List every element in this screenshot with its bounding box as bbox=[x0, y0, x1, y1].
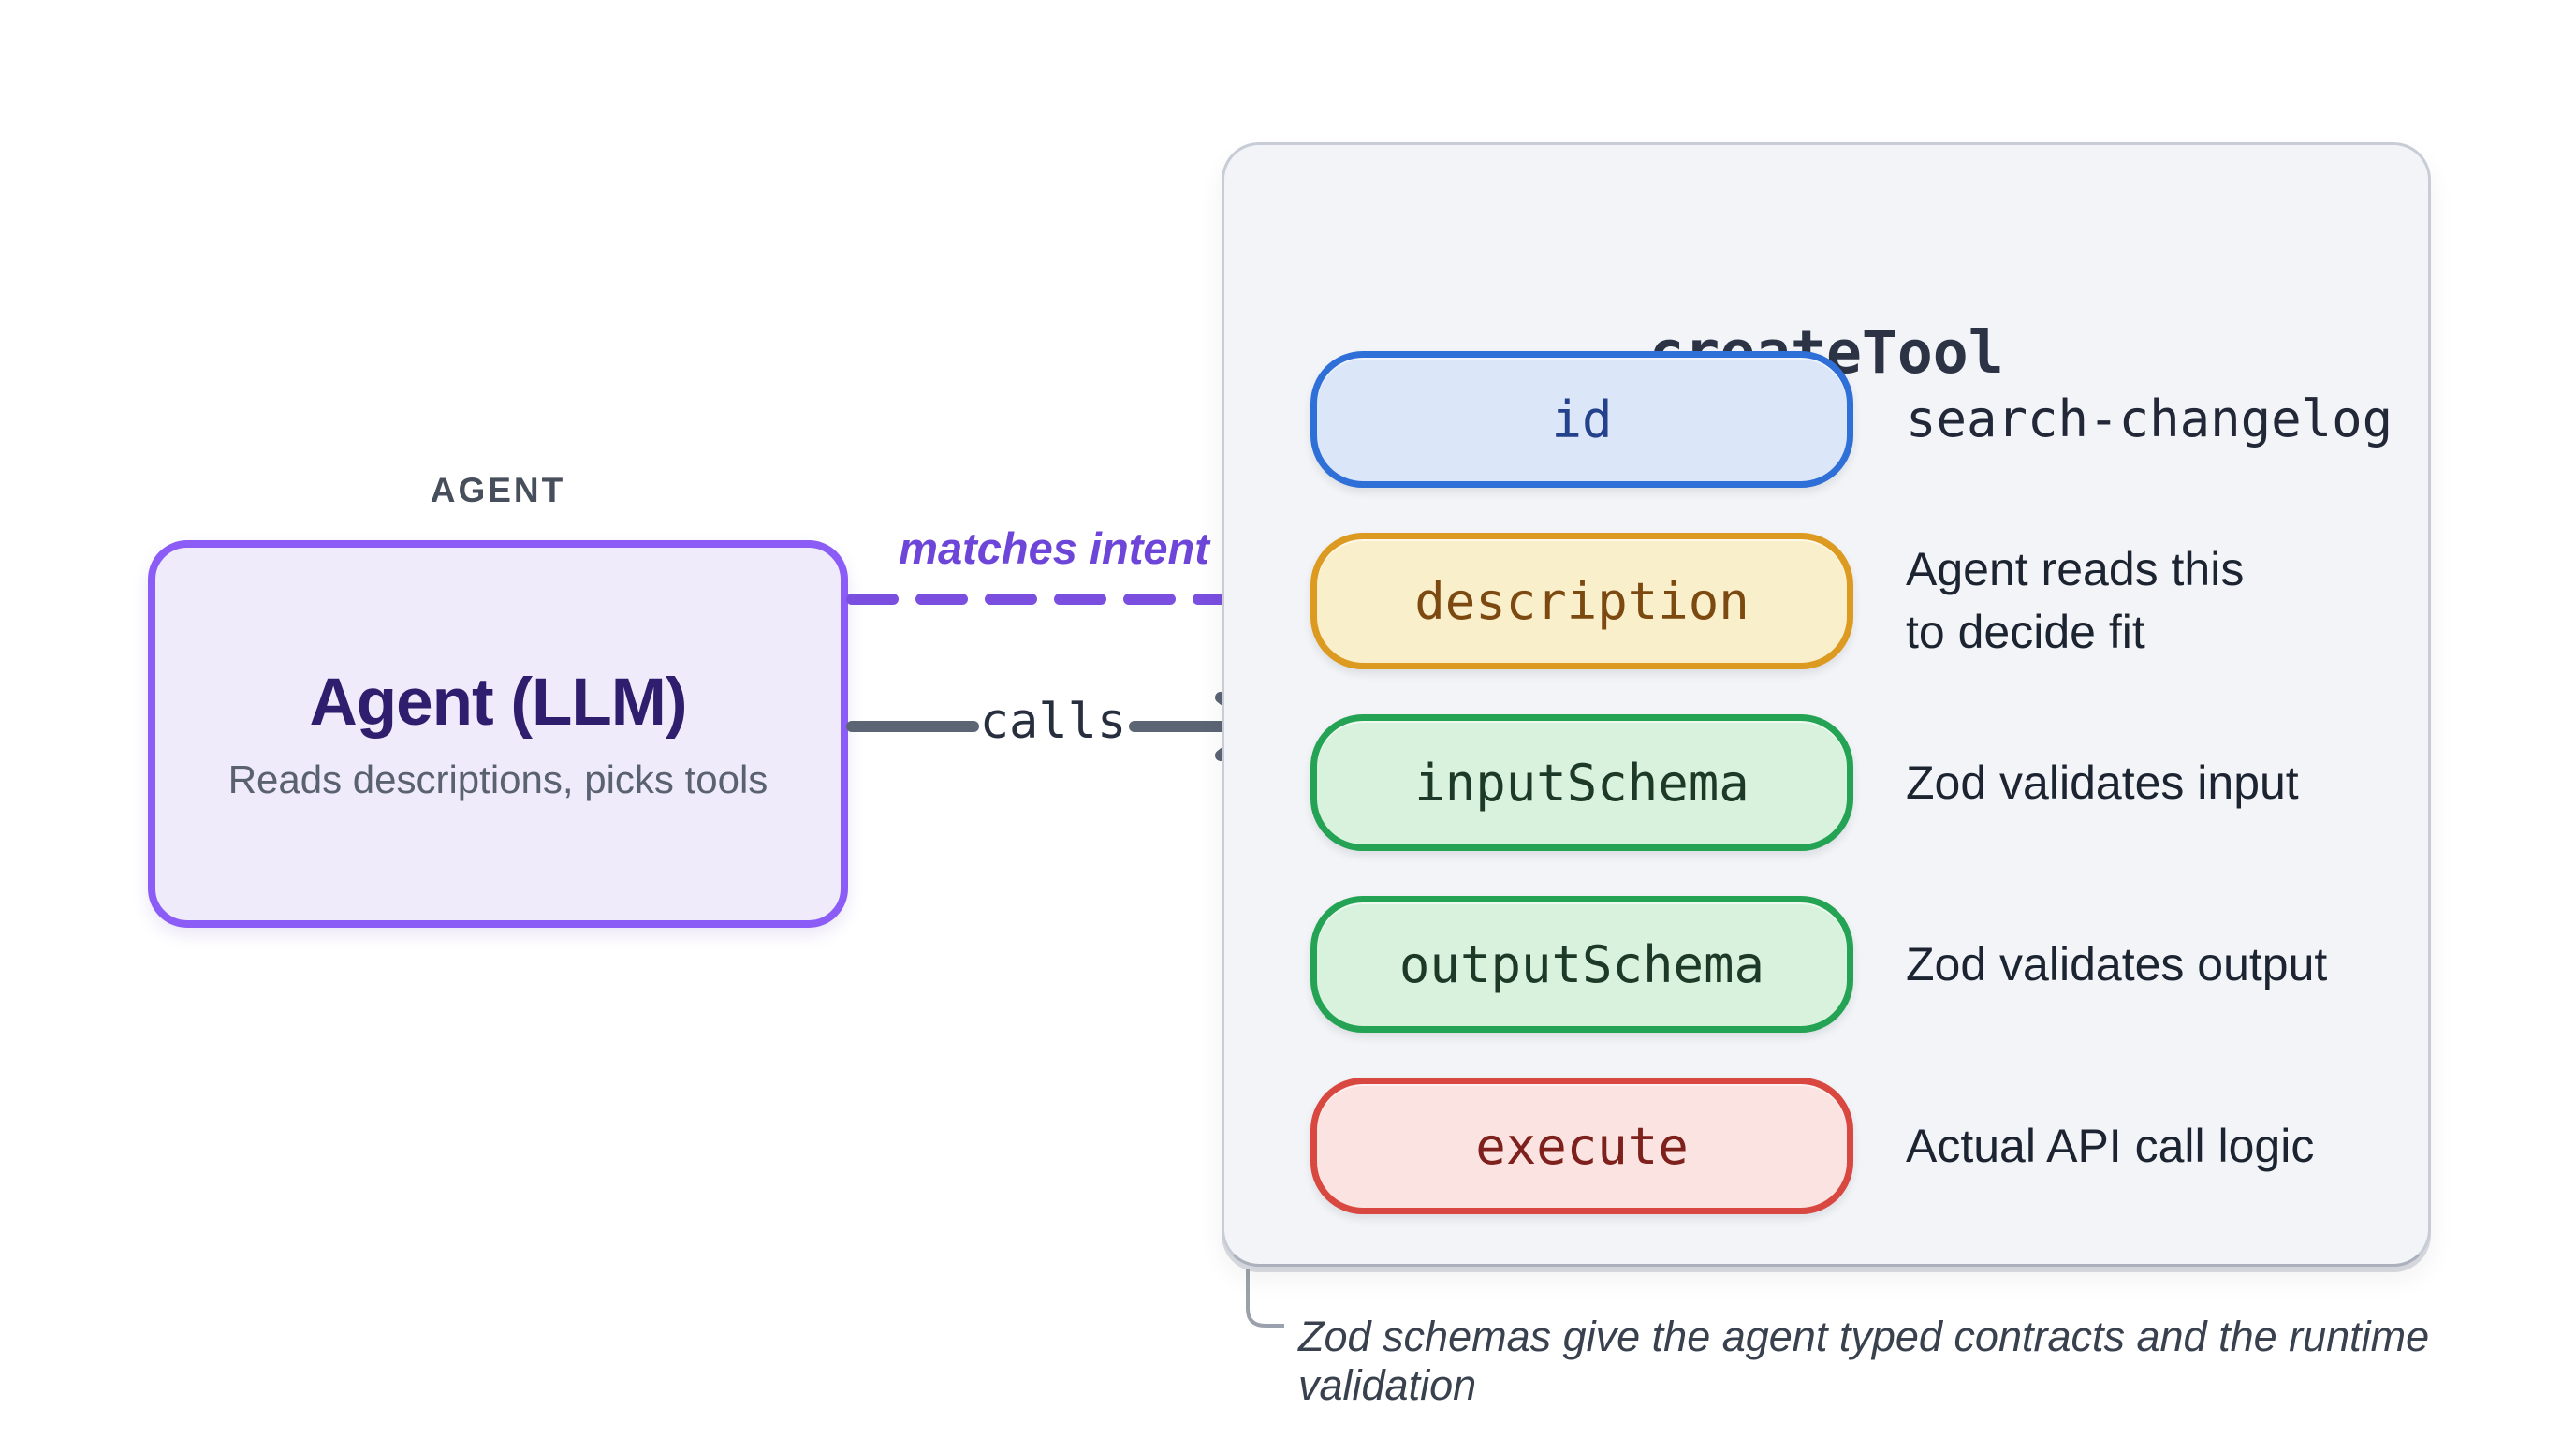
output-schema-field-annotation: Zod validates output bbox=[1906, 937, 2328, 990]
tool-row-id: id search-changelog bbox=[1224, 351, 2428, 488]
footnote-connector-line bbox=[1246, 1269, 1284, 1328]
tool-row-description: description Agent reads this to decide f… bbox=[1224, 533, 2428, 669]
matches-intent-label: matches intent bbox=[899, 523, 1209, 573]
agent-node-title: Agent (LLM) bbox=[309, 665, 687, 740]
input-schema-field-annotation: Zod validates input bbox=[1906, 756, 2299, 809]
create-tool-rows: id search-changelog description Agent re… bbox=[1224, 351, 2428, 1214]
input-schema-field-pill: inputSchema bbox=[1310, 714, 1853, 851]
calls-label: calls bbox=[979, 694, 1127, 750]
execute-field-pill: execute bbox=[1310, 1078, 1853, 1214]
agent-group-label: AGENT bbox=[430, 471, 566, 509]
agent-node-subtitle: Reads descriptions, picks tools bbox=[227, 756, 768, 801]
id-field-pill: id bbox=[1310, 351, 1853, 488]
output-schema-field-pill: outputSchema bbox=[1310, 896, 1853, 1033]
execute-field-annotation: Actual API call logic bbox=[1906, 1119, 2315, 1172]
tool-row-output-schema: outputSchema Zod validates output bbox=[1224, 896, 2428, 1033]
id-field-annotation: search-changelog bbox=[1906, 389, 2393, 448]
zod-footnote: Zod schemas give the agent typed contrac… bbox=[1298, 1313, 2430, 1409]
description-field-pill: description bbox=[1310, 533, 1853, 669]
description-field-annotation: Agent reads this to decide fit bbox=[1906, 543, 2245, 658]
create-tool-panel: createTool id search-changelog descripti… bbox=[1222, 142, 2431, 1267]
agent-llm-node: Agent (LLM) Reads descriptions, picks to… bbox=[148, 540, 848, 928]
tool-row-execute: execute Actual API call logic bbox=[1224, 1078, 2428, 1214]
tool-row-input-schema: inputSchema Zod validates input bbox=[1224, 714, 2428, 851]
